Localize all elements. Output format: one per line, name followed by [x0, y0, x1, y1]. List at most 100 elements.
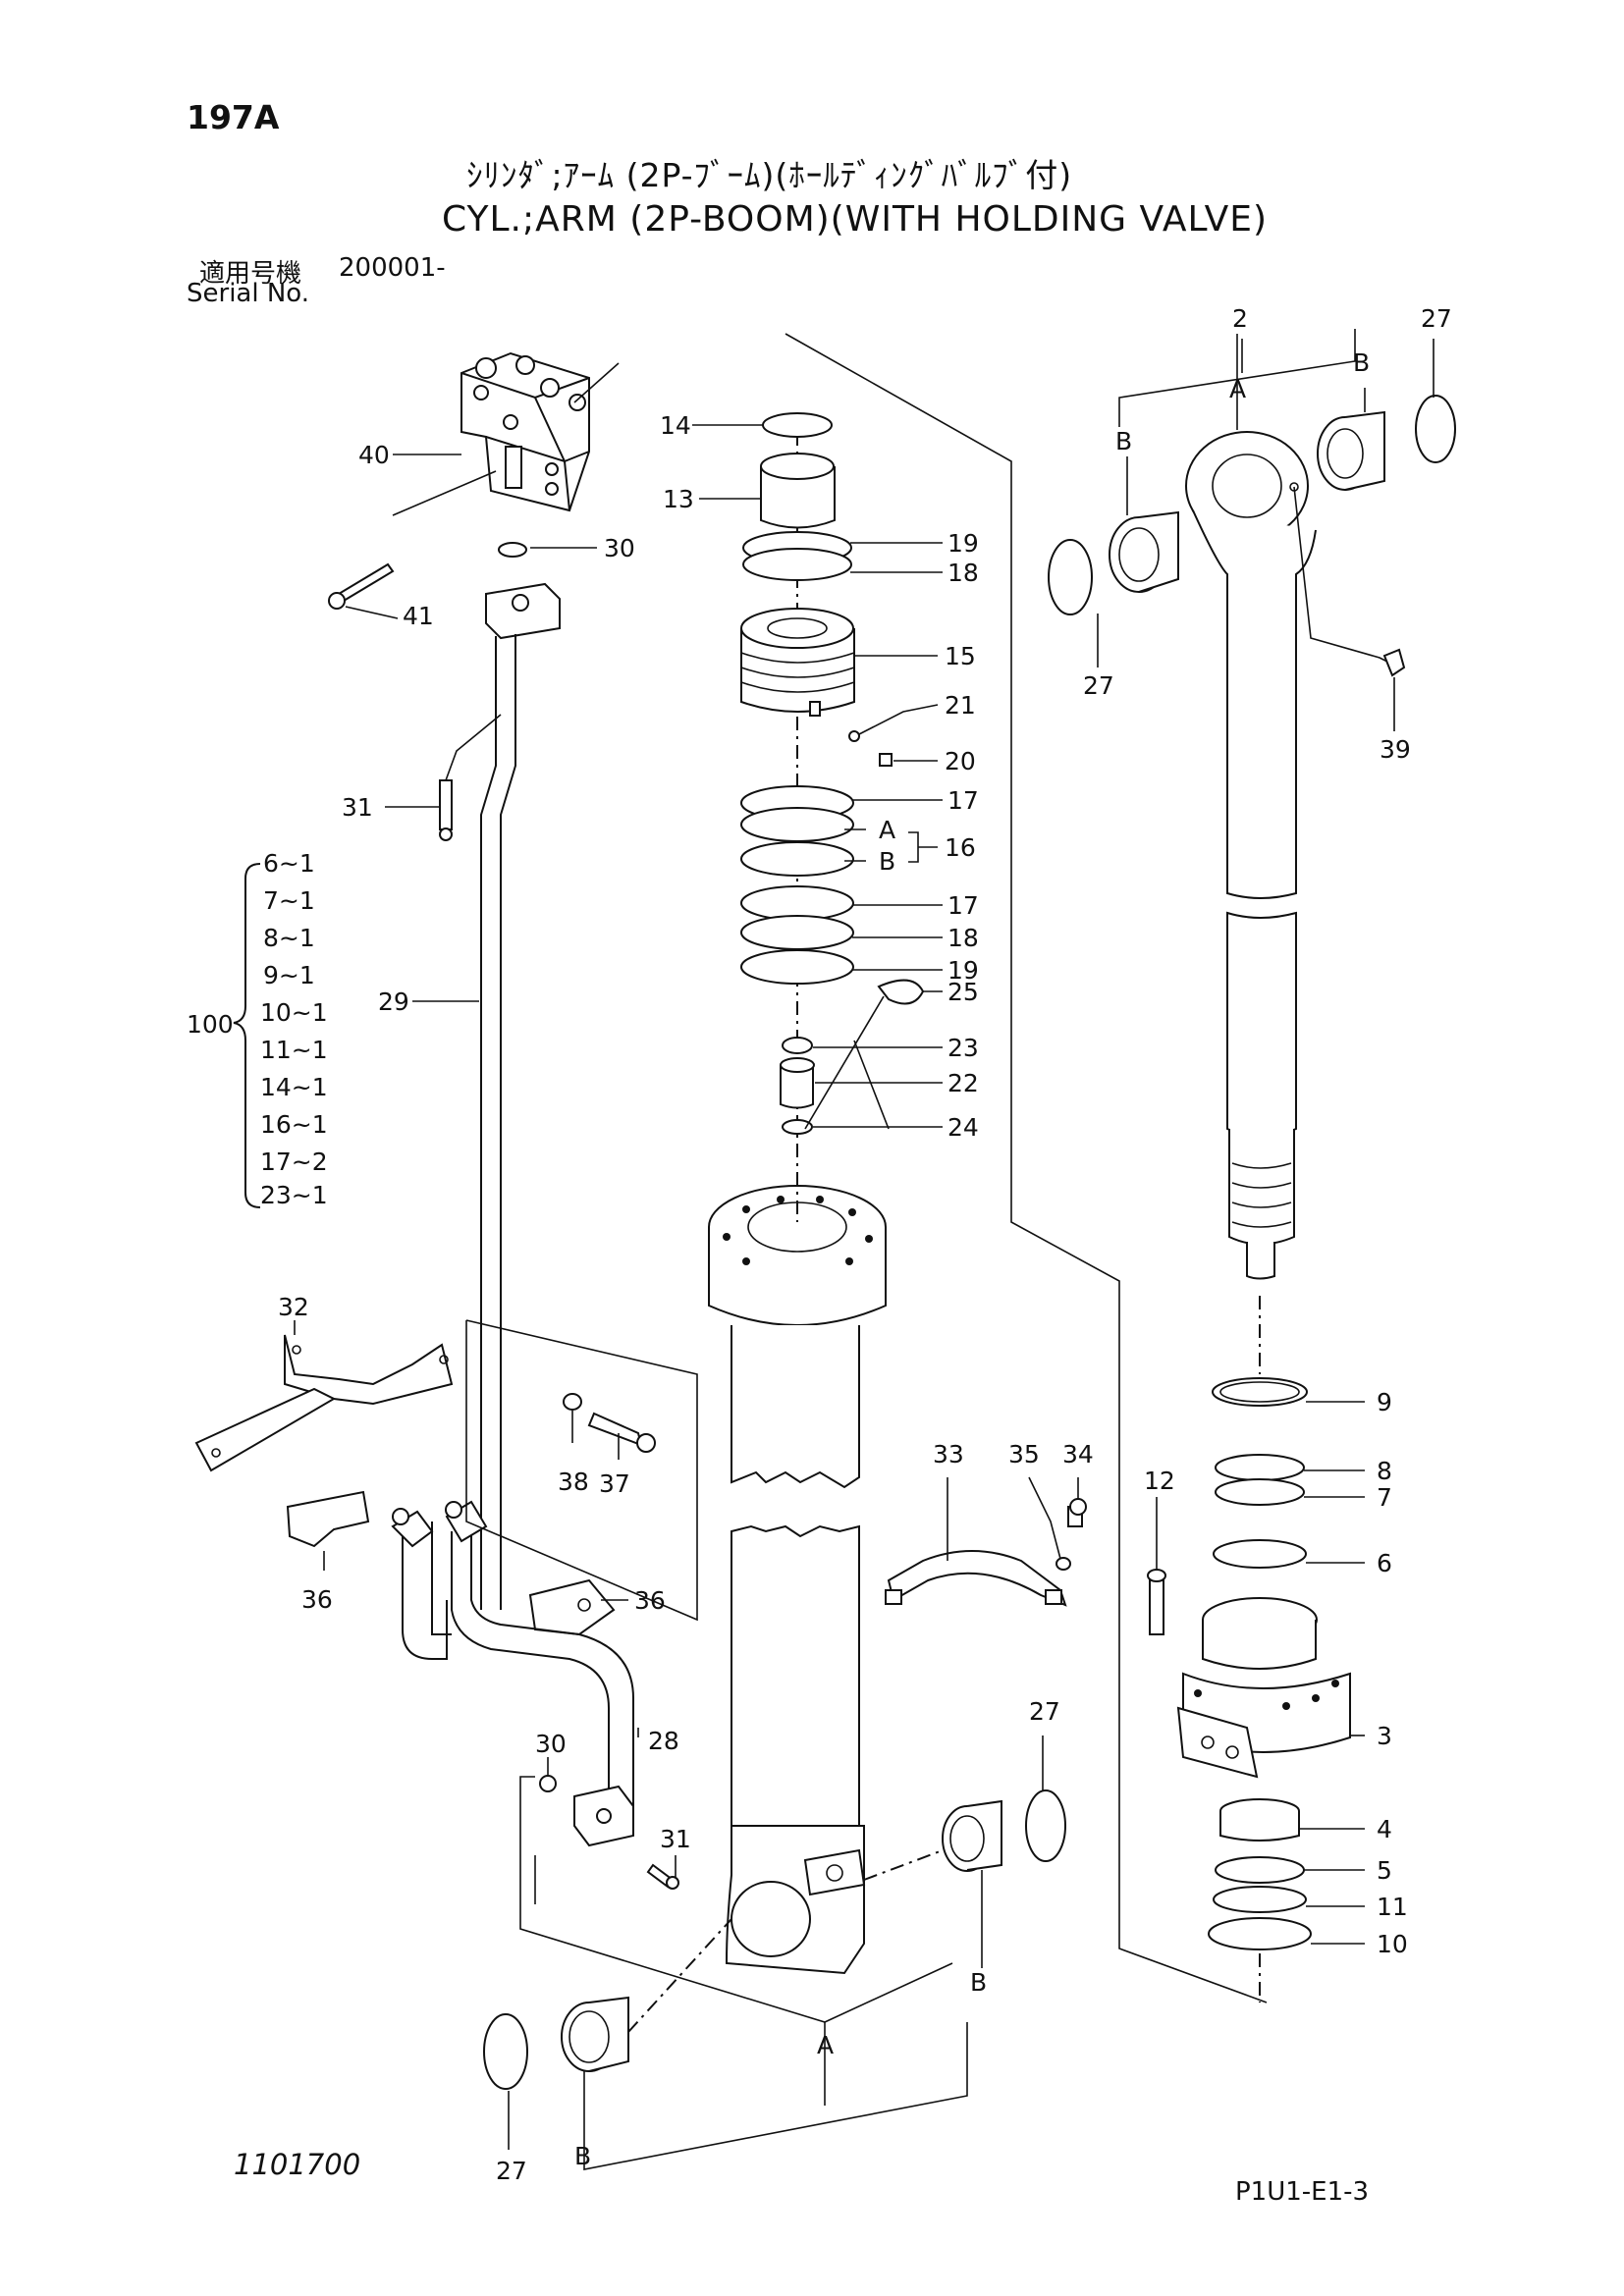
- o-ring-30-top: [498, 542, 527, 558]
- callout-15: 15: [945, 642, 976, 670]
- flange-block: [485, 582, 561, 640]
- serial-label-japanese: 適用号機: [199, 259, 302, 289]
- cylinder-tube: [708, 1185, 887, 1975]
- callout-8: 8: [1377, 1457, 1392, 1485]
- callout-labels: 40 30 41 31 29 32 38 37 36 36 30 28 31 2…: [278, 304, 1452, 2185]
- callout-30: 30: [535, 1730, 567, 1758]
- callout-31: 31: [660, 1825, 691, 1853]
- band-33: [885, 1550, 1067, 1607]
- callout-14: 14: [660, 411, 691, 440]
- callout-27: 27: [1029, 1697, 1060, 1726]
- callout-18: 18: [947, 924, 979, 952]
- callout-12: 12: [1144, 1467, 1175, 1495]
- callout-10: 10: [1377, 1930, 1408, 1958]
- callout-22: 22: [947, 1069, 979, 1097]
- seal-ring-27-rod-left: [1048, 539, 1093, 615]
- callout-B: B: [1353, 348, 1370, 377]
- kit-number: 100: [187, 1010, 234, 1039]
- title-japanese: ｼﾘﾝﾀﾞ;ｱｰﾑ (2P-ﾌﾞｰﾑ)(ﾎｰﾙﾃﾞｨﾝｸﾞﾊﾞﾙﾌﾞ付): [466, 156, 1073, 194]
- callout-24: 24: [947, 1113, 979, 1142]
- bushing-right: [942, 1799, 1002, 1872]
- seal-6: [1213, 1539, 1307, 1569]
- callout-23: 23: [947, 1034, 979, 1062]
- kit-entry: 14~1: [260, 1073, 328, 1101]
- kit-entry: 6~1: [263, 849, 315, 878]
- callout-B: B: [574, 2142, 591, 2170]
- callout-B: B: [1115, 427, 1132, 455]
- bushing-rod-right: [1317, 410, 1385, 491]
- serial-label-english: Serial No.: [187, 279, 309, 308]
- seal-ring-27-rod-right: [1415, 395, 1456, 463]
- bushing-left: [561, 1996, 629, 2072]
- callout-35: 35: [1008, 1440, 1040, 1468]
- clamp-36-left: [286, 1490, 370, 1548]
- piston-15: [740, 608, 855, 717]
- callout-20: 20: [945, 747, 976, 775]
- callout-27: 27: [496, 2157, 527, 2185]
- callout-4: 4: [1377, 1815, 1392, 1843]
- callout-34: 34: [1062, 1440, 1094, 1468]
- ring-24: [782, 1119, 813, 1135]
- callout-21: 21: [945, 691, 976, 720]
- callout-13: 13: [663, 485, 694, 513]
- callout-28: 28: [648, 1727, 679, 1755]
- title-english: CYL.;ARM (2P-BOOM)(WITH HOLDING VALVE): [442, 199, 1268, 240]
- callout-9: 9: [1377, 1388, 1392, 1416]
- bushing-rod-left: [1109, 510, 1179, 593]
- pipe-28: [451, 1526, 634, 1816]
- kit-entry: 17~2: [260, 1148, 328, 1176]
- callout-16: 16: [945, 833, 976, 862]
- page-number: 197A: [187, 98, 280, 136]
- callout-17: 17: [947, 891, 979, 920]
- kit-entry: 16~1: [260, 1110, 328, 1139]
- piston-rod: [1185, 431, 1317, 1280]
- hose-left: [402, 1520, 452, 1660]
- pipe-29: [480, 634, 516, 1610]
- o-ring-30-bottom: [539, 1775, 557, 1792]
- seal-9: [1212, 1377, 1308, 1407]
- callout-40: 40: [358, 441, 390, 469]
- reference-code: P1U1-E1-3: [1235, 2177, 1370, 2207]
- callout-11: 11: [1377, 1893, 1408, 1921]
- callout-39: 39: [1380, 735, 1411, 764]
- kit-entry: 23~1: [260, 1181, 328, 1209]
- holding-valve-assembly: [460, 351, 620, 512]
- kit-brace: [233, 863, 261, 1208]
- callout-3: 3: [1377, 1722, 1392, 1750]
- serial-number-value: 200001-: [339, 253, 446, 283]
- callout-27: 27: [1083, 671, 1114, 700]
- grease-fitting-39: [1382, 648, 1406, 677]
- callout-2: 2: [1232, 304, 1248, 333]
- callout-A: A: [1229, 375, 1246, 403]
- callout-27: 27: [1421, 304, 1452, 333]
- callout-A: A: [879, 816, 895, 844]
- drawing-number: 1101700: [234, 2148, 361, 2181]
- ring-18-bottom: [740, 915, 854, 950]
- kit-entry: 7~1: [263, 886, 315, 915]
- callout-38: 38: [558, 1468, 589, 1496]
- bolt-31-top: [439, 779, 453, 841]
- callout-6: 6: [1377, 1549, 1392, 1577]
- callout-19: 19: [947, 529, 979, 558]
- rod-head-3: [1176, 1597, 1351, 1779]
- callout-A: A: [817, 2031, 834, 2059]
- bolt-31-bottom: [646, 1863, 679, 1890]
- callout-B: B: [970, 1968, 987, 1997]
- callout-37: 37: [599, 1469, 630, 1498]
- callout-18: 18: [947, 559, 979, 587]
- kit-entry: 11~1: [260, 1036, 328, 1064]
- ring-18-top: [742, 548, 852, 581]
- clamp-36-right: [528, 1578, 616, 1636]
- leader-lines: [294, 339, 1435, 2150]
- washer-35: [1056, 1557, 1071, 1571]
- callout-31: 31: [342, 793, 373, 822]
- bolt-37: [587, 1412, 656, 1453]
- clamp-32: [194, 1334, 454, 1472]
- callout-B: B: [879, 847, 895, 876]
- kit-entry: 9~1: [263, 961, 315, 989]
- callout-41: 41: [403, 602, 434, 630]
- bolt-34: [1067, 1498, 1087, 1527]
- callout-25: 25: [947, 978, 979, 1006]
- callout-7: 7: [1377, 1483, 1392, 1512]
